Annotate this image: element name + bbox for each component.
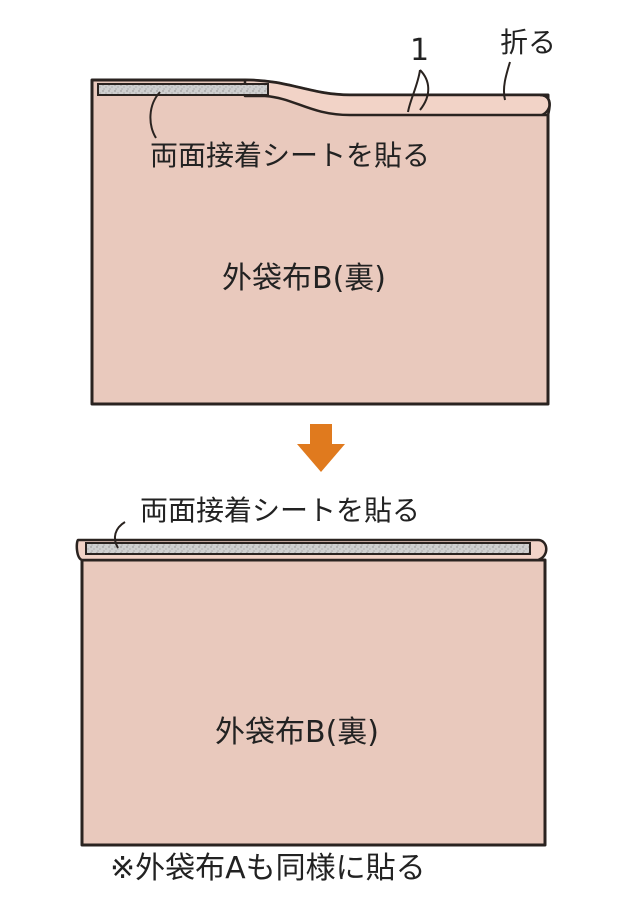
bottom-tape-label: 両面接着シートを貼る <box>140 494 420 527</box>
top-step: 1 折る 両面接着シートを貼る 外袋布B(裏) <box>90 26 556 406</box>
bottom-tape-leader <box>113 521 126 549</box>
top-fabric-label: 外袋布B(裏) <box>222 261 386 296</box>
bottom-fabric-panel <box>80 558 547 847</box>
top-tape-label: 両面接着シートを貼る <box>150 139 430 172</box>
bottom-step: 両面接着シートを貼る 外袋布B(裏) <box>75 494 548 847</box>
down-arrow-icon <box>297 424 345 472</box>
fold-label: 折る <box>500 26 556 59</box>
step-number-leader <box>407 69 430 113</box>
top-fabric-panel <box>90 78 550 406</box>
bottom-fabric-label: 外袋布B(裏) <box>215 715 379 750</box>
top-fold-edge <box>539 93 551 117</box>
fold-label-leader <box>502 61 511 101</box>
top-tape-leader <box>149 91 161 139</box>
footnote: ※外袋布Aも同様に貼る <box>110 851 426 886</box>
top-tape-strip <box>97 83 269 96</box>
bottom-tape-strip <box>85 542 531 555</box>
step-number: 1 <box>410 33 429 68</box>
